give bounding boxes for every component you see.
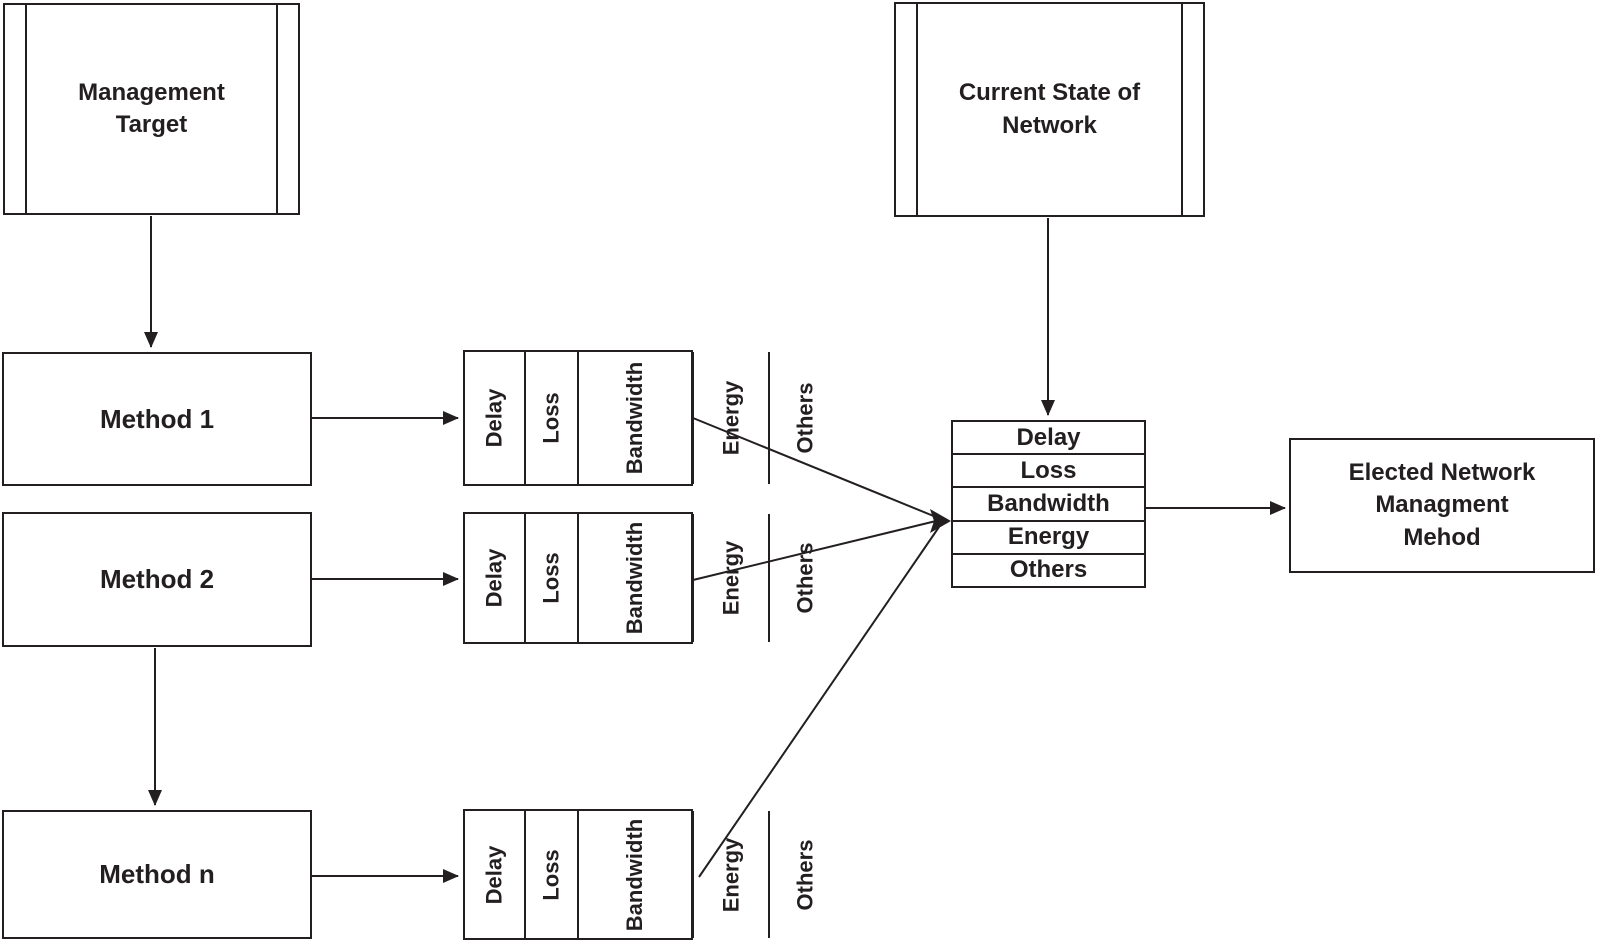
predef-inner-line-left — [25, 5, 27, 213]
criteria-cell-bandwidth: Bandwidth — [579, 811, 694, 938]
criteria-label-bandwidth: Bandwidth — [622, 361, 648, 475]
criteria-box-2: Delay Loss Bandwidth Energy Others — [463, 512, 818, 644]
criteria-cell-loss: Loss — [526, 352, 580, 484]
criteria-label-energy: Energy — [717, 380, 743, 456]
criteria-label-others: Others — [792, 542, 818, 614]
table-row-energy: Energy — [953, 522, 1144, 555]
criteria-cell-others: Others — [770, 352, 841, 484]
table-row-label: Energy — [1007, 523, 1090, 551]
management-target-label: Management Target — [78, 78, 225, 138]
criteria-box-1: Delay Loss Bandwidth Energy Others — [463, 350, 818, 486]
predef-inner-line-right — [276, 5, 278, 213]
criteria-cell-delay: Delay — [465, 811, 526, 938]
criteria-label-delay: Delay — [481, 548, 507, 608]
criteria-label-bandwidth: Bandwidth — [622, 521, 648, 635]
criteria-cell-delay: Delay — [465, 352, 526, 484]
node-elected-method: Elected Network Managment Mehod — [1289, 438, 1595, 573]
predef-inner-line-right — [1181, 4, 1183, 215]
table-row-label: Delay — [1016, 423, 1081, 451]
table-row-others: Others — [953, 555, 1144, 586]
criteria-cell-bandwidth: Bandwidth — [579, 352, 694, 484]
node-method-n: Method n — [2, 810, 312, 939]
criteria-label-loss: Loss — [538, 848, 564, 901]
criteria-label-energy: Energy — [717, 540, 743, 616]
node-management-target: Management Target — [3, 3, 300, 215]
line-criteria3-to-junction — [698, 526, 940, 878]
criteria-cell-loss: Loss — [526, 514, 580, 642]
node-method-2: Method 2 — [2, 512, 312, 647]
table-row-loss: Loss — [953, 455, 1144, 489]
criteria-label-energy: Energy — [717, 837, 743, 912]
criteria-cell-others: Others — [770, 811, 841, 938]
criteria-cell-energy: Energy — [694, 352, 771, 484]
criteria-label-loss: Loss — [538, 392, 564, 444]
criteria-cell-loss: Loss — [526, 811, 580, 938]
criteria-cell-bandwidth: Bandwidth — [579, 514, 694, 642]
method-2-label: Method 2 — [99, 564, 215, 594]
criteria-cell-delay: Delay — [465, 514, 526, 642]
line-criteria1-to-junction — [692, 417, 937, 518]
current-state-label: Current State of Network — [958, 79, 1141, 139]
elected-method-label: Elected Network Managment Mehod — [1348, 458, 1536, 551]
node-method-1: Method 1 — [2, 352, 312, 486]
criteria-cell-energy: Energy — [694, 514, 771, 642]
criteria-label-delay: Delay — [481, 845, 507, 904]
method-1-label: Method 1 — [99, 403, 215, 434]
junction-arrowhead — [930, 509, 951, 533]
criteria-cell-others: Others — [770, 514, 841, 642]
table-row-label: Others — [1009, 556, 1088, 584]
criteria-label-others: Others — [792, 382, 818, 454]
line-criteria2-to-junction — [692, 520, 937, 581]
predef-inner-line-left — [916, 4, 918, 215]
criteria-label-bandwidth: Bandwidth — [622, 818, 648, 931]
table-row-bandwidth: Bandwidth — [953, 488, 1144, 522]
criteria-label-others: Others — [792, 839, 818, 910]
node-current-state: Current State of Network — [894, 2, 1205, 217]
method-n-label: Method n — [99, 859, 215, 889]
table-row-label: Bandwidth — [987, 490, 1110, 517]
table-row-label: Loss — [1020, 456, 1077, 484]
criteria-box-3: Delay Loss Bandwidth Energy Others — [463, 809, 818, 940]
criteria-cell-energy: Energy — [694, 811, 771, 938]
criteria-label-delay: Delay — [481, 388, 507, 448]
table-row-delay: Delay — [953, 422, 1144, 456]
criteria-label-loss: Loss — [538, 552, 564, 604]
comparison-table: Delay Loss Bandwidth Energy Others — [951, 420, 1146, 588]
